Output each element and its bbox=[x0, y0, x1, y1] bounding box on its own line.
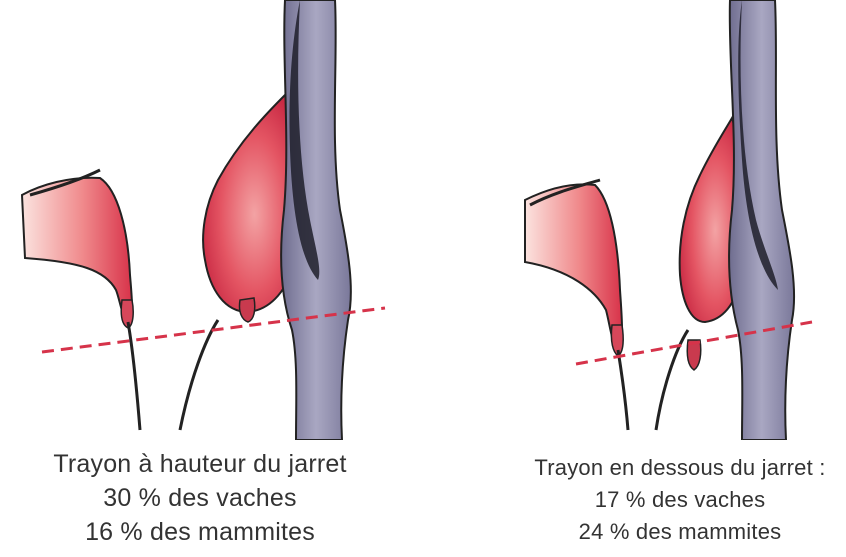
front-udder-quarter bbox=[22, 178, 132, 322]
caption-cows-share: 17 % des vaches bbox=[510, 484, 846, 516]
caption-teat-at-hock: Trayon à hauteur du jarret 30 % des vach… bbox=[10, 447, 390, 549]
caption-mastitis-share: 16 % des mammites bbox=[10, 515, 390, 549]
caption-teat-below-hock: Trayon en dessous du jarret : 17 % des v… bbox=[510, 452, 846, 548]
caption-mastitis-share: 24 % des mammites bbox=[510, 516, 846, 548]
panel-teat-at-hock: Trayon à hauteur du jarret 30 % des vach… bbox=[0, 0, 430, 557]
caption-title: Trayon en dessous du jarret : bbox=[510, 452, 846, 484]
udder-leg-illustration-right bbox=[430, 0, 846, 440]
front-udder-quarter bbox=[525, 184, 622, 350]
panel-teat-below-hock: Trayon en dessous du jarret : 17 % des v… bbox=[430, 0, 846, 557]
caption-cows-share: 30 % des vaches bbox=[10, 481, 390, 515]
rear-teat bbox=[239, 298, 254, 322]
caption-title: Trayon à hauteur du jarret bbox=[10, 447, 390, 481]
udder-leg-illustration-left bbox=[0, 0, 430, 440]
